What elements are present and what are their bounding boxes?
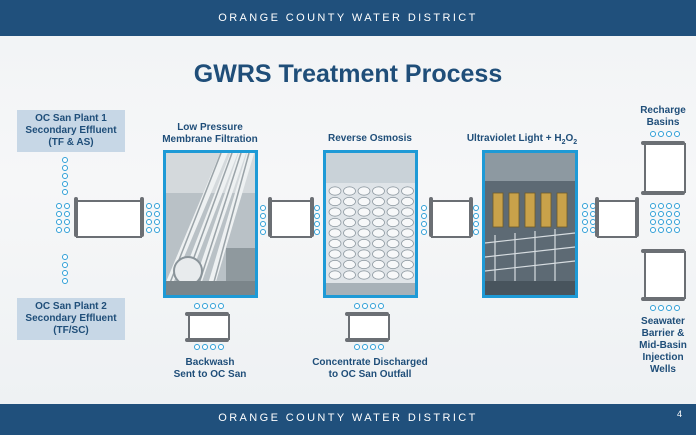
output-label-injection: Seawater Barrier & Mid-Basin Injection W… — [639, 316, 687, 375]
flow-dots-recharge — [650, 131, 680, 137]
flow-dots-plant-1 — [62, 157, 68, 195]
footer-bar: ORANGE COUNTY WATER DISTRICT — [0, 404, 696, 435]
flow-dots-backwash-bottom — [194, 344, 224, 350]
flow-dots-uv-in — [473, 205, 479, 235]
flow-dots-backwash-top — [194, 303, 224, 309]
pipe-to-mf — [74, 197, 144, 238]
footer-text: ORANGE COUNTY WATER DISTRICT — [218, 412, 478, 424]
pipe-injection — [641, 249, 686, 301]
pipe-mf-to-ro — [268, 197, 314, 238]
source-box-plant-2: OC San Plant 2 Secondary Effluent (TF/SC… — [17, 298, 125, 340]
flow-dots-ro-in — [314, 205, 320, 235]
page-title: GWRS Treatment Process — [193, 60, 503, 88]
flow-dots-mf-out — [260, 205, 266, 235]
flow-dots-plant-2 — [62, 254, 68, 284]
pipe-concentrate — [345, 312, 390, 342]
pipe-recharge — [641, 141, 686, 195]
pipe-backwash — [185, 312, 230, 342]
output-label-recharge: Recharge Basins — [640, 105, 686, 128]
header-text: ORANGE COUNTY WATER DISTRICT — [218, 12, 478, 24]
photo-membrane-filtration — [163, 150, 258, 298]
flow-dots-concentrate-bottom — [354, 344, 384, 350]
source-box-plant-1: OC San Plant 1 Secondary Effluent (TF & … — [17, 110, 125, 152]
byproduct-label-concentrate: Concentrate Discharged to OC San Outfall — [312, 357, 428, 380]
flow-dots-concentrate-top — [354, 303, 384, 309]
flow-dots-ro-out — [421, 205, 427, 235]
byproduct-label-backwash: Backwash Sent to OC San — [173, 357, 247, 380]
stage-label-mf: Low Pressure Membrane Filtration — [162, 122, 258, 145]
pipe-uv-out — [595, 197, 639, 238]
header-bar: ORANGE COUNTY WATER DISTRICT — [0, 0, 696, 36]
photo-reverse-osmosis — [323, 150, 418, 298]
flow-dots-uv-out — [582, 203, 596, 233]
page-number: 4 — [676, 409, 682, 419]
flow-dots-into-mf — [146, 203, 160, 233]
flow-dots-merge — [56, 203, 70, 233]
stage-label-ro: Reverse Osmosis — [328, 133, 412, 144]
stage-label-uv: Ultraviolet Light + H2O2 — [466, 133, 578, 146]
photo-ultraviolet — [482, 150, 578, 298]
flow-dots-injection — [650, 305, 680, 311]
flow-dots-output-split — [650, 203, 680, 233]
pipe-ro-to-uv — [429, 197, 473, 238]
